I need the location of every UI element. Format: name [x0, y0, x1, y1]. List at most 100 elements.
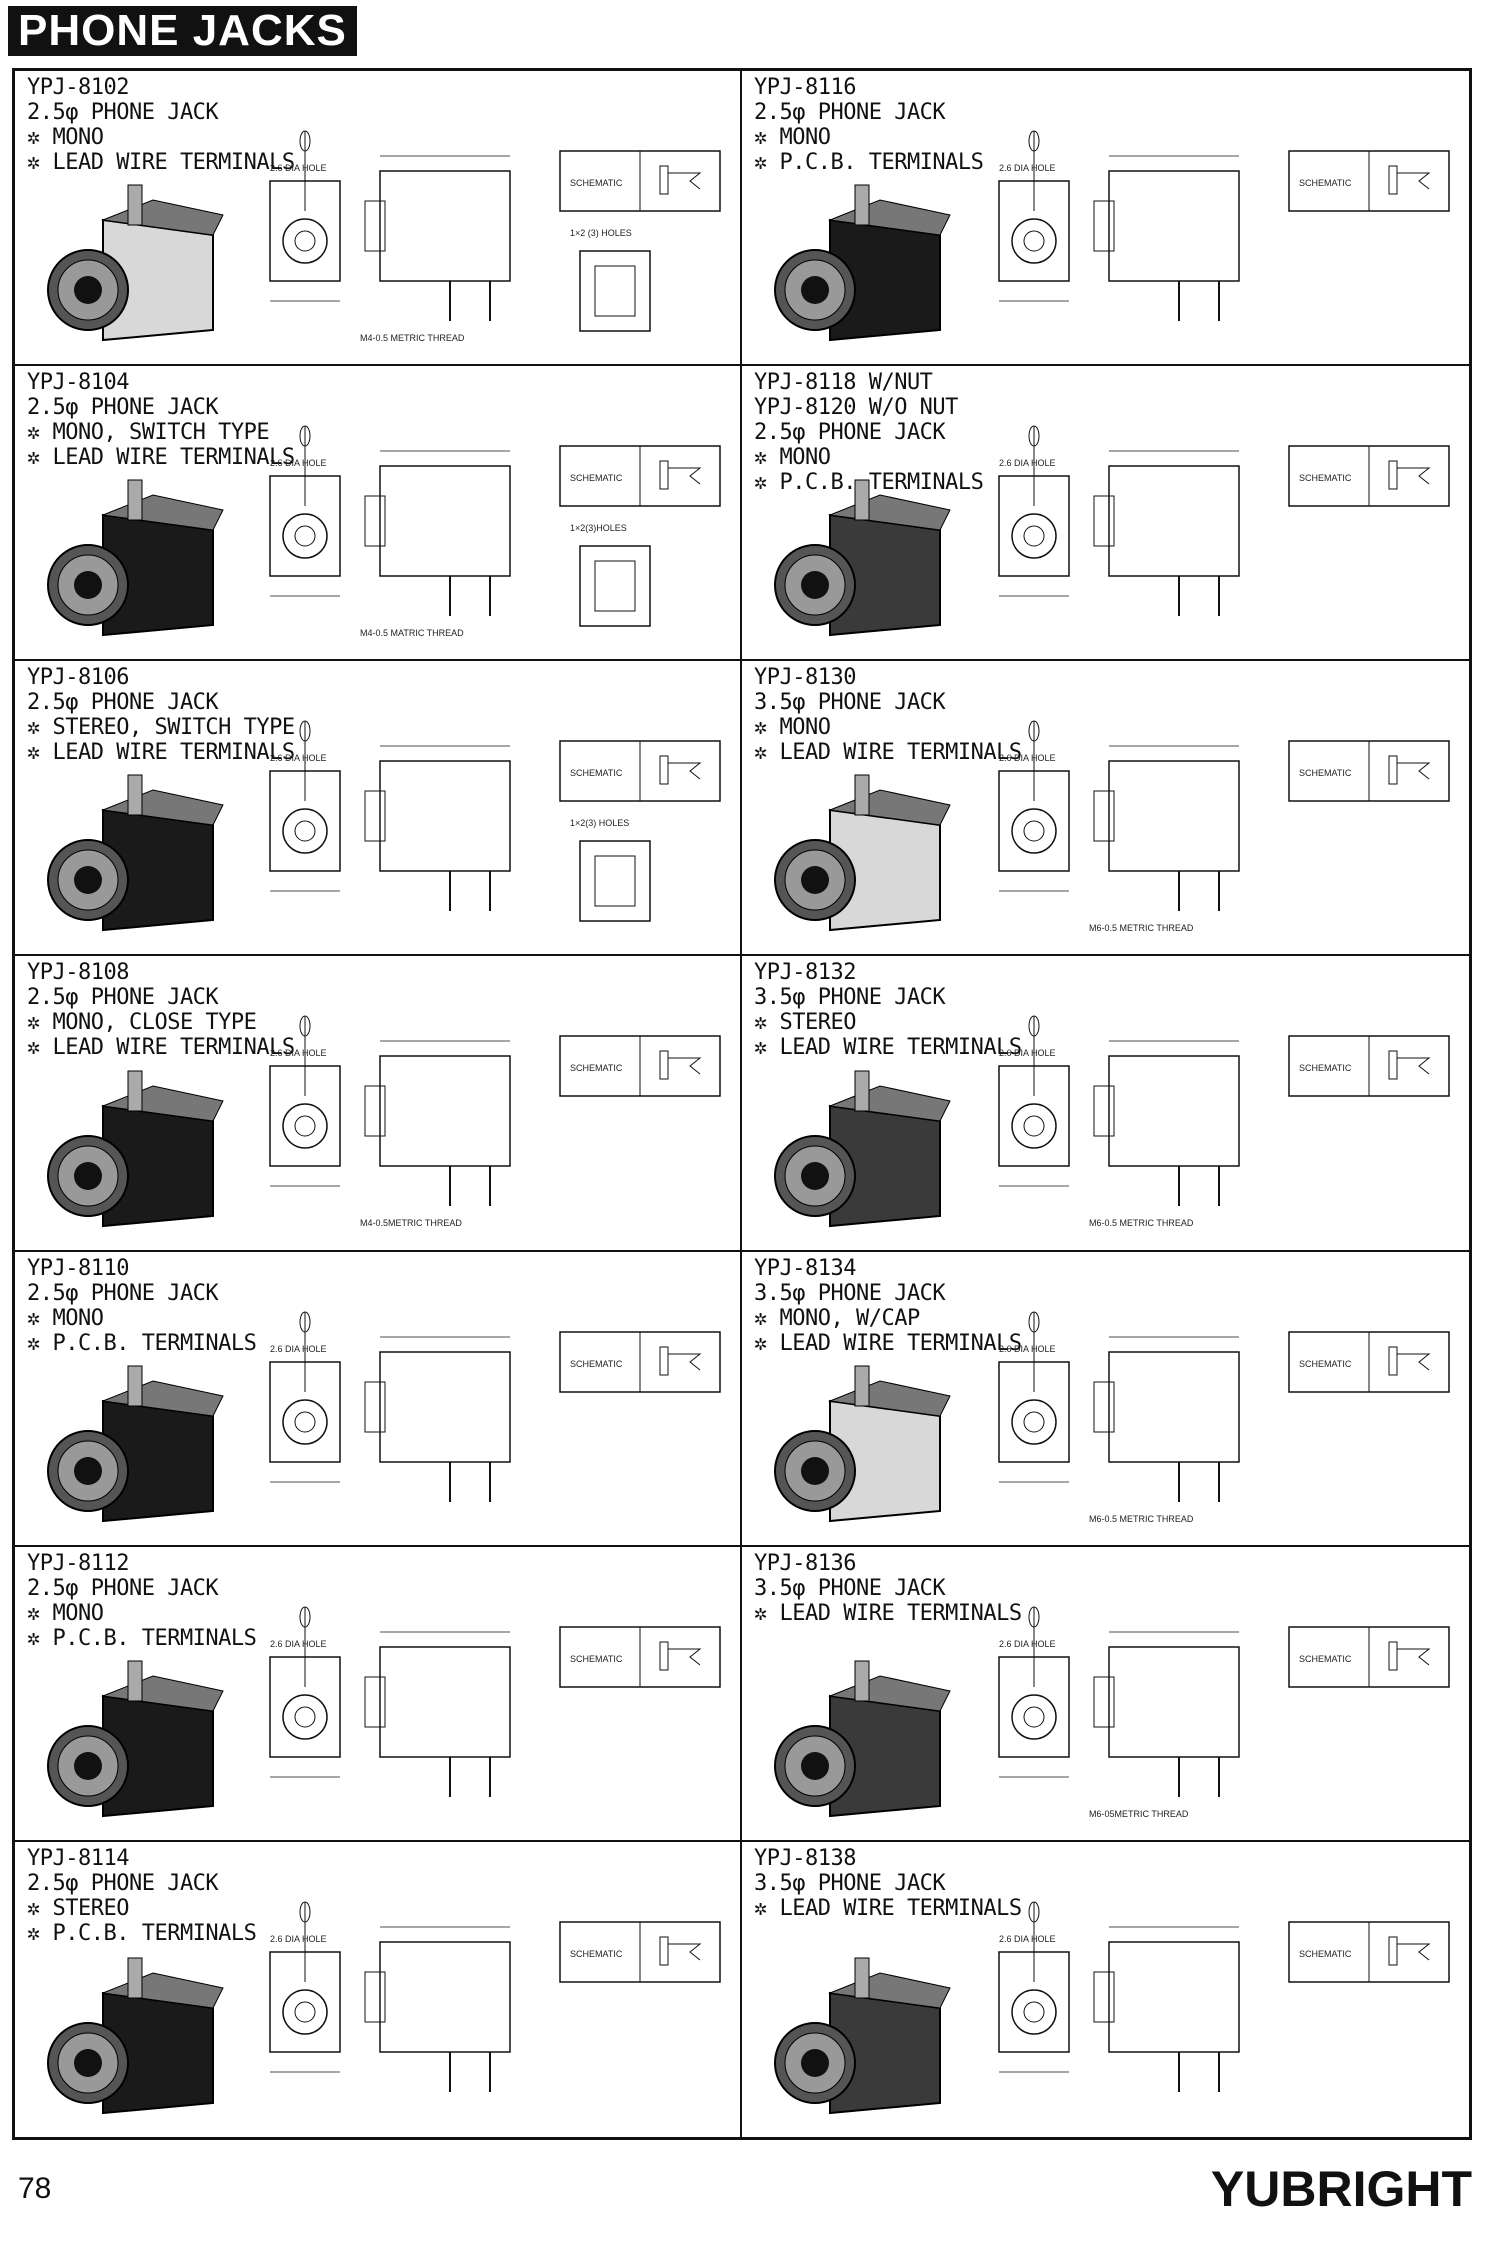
spec-line: ✲ P.C.B. TERMINALS — [27, 1330, 257, 1356]
model-number: YPJ-8138 — [754, 1845, 856, 1871]
hole-label: 2.6 DIA HOLE — [999, 458, 1056, 468]
schematic-label: SCHEMATIC — [1299, 1949, 1352, 1959]
jack-photo — [774, 1957, 951, 2115]
hole-label: 2.6 DIA HOLE — [270, 753, 327, 763]
hole-label: 2.6 DIA HOLE — [999, 1639, 1056, 1649]
jack-photo — [47, 1365, 224, 1522]
spec-line: ✲ P.C.B. TERMINALS — [27, 1625, 257, 1651]
schematic-label: SCHEMATIC — [570, 178, 623, 188]
technical-drawing: SCHEMATIC 2.6 DIA HOLE M6-0.5 METRIC THREA… — [998, 720, 1450, 933]
model-number: YPJ-8102 — [27, 75, 129, 100]
spec-line: 3.5φ PHONE JACK — [754, 1280, 946, 1306]
page-number: 78 — [18, 2172, 52, 2205]
jack-photo — [47, 184, 224, 342]
spec-line: ✲ MONO, SWITCH TYPE — [27, 420, 270, 446]
model-number: YPJ-8108 — [27, 960, 129, 986]
spec-line: 2.5φ PHONE JACK — [27, 985, 219, 1011]
spec-line: ✲ LEAD WIRE TERMINALS — [754, 1035, 1022, 1061]
spec-line: 2.5φ PHONE JACK — [754, 420, 946, 446]
spec-line: ✲ LEAD WIRE TERMINALS — [754, 740, 1022, 766]
spec-line: ✲ MONO — [27, 125, 104, 150]
hole-label: 2.6 DIA HOLE — [999, 1048, 1056, 1058]
spec-line: ✲ P.C.B. TERMINALS — [27, 1920, 257, 1946]
spec-line: 2.5φ PHONE JACK — [27, 395, 219, 421]
spec-line: 2.5φ PHONE JACK — [27, 1280, 219, 1306]
schematic-label: SCHEMATIC — [1299, 1359, 1352, 1369]
brand-logo: YUBRIGHT — [1210, 2161, 1472, 2217]
jack-photo — [47, 1070, 224, 1227]
jack-photo — [774, 1365, 951, 1522]
spec-line: ✲ LEAD WIRE TERMINALS — [27, 740, 295, 766]
spec-line: 3.5φ PHONE JACK — [754, 1575, 946, 1601]
spec-line: ✲ LEAD WIRE TERMINALS — [27, 445, 295, 471]
schematic-label: SCHEMATIC — [1299, 178, 1352, 188]
page-title: PHONE JACKS — [8, 6, 357, 56]
thread-label: M6-0.5 METRIC THREAD — [1089, 923, 1194, 933]
spec-line: 2.5φ PHONE JACK — [754, 100, 946, 125]
schematic-label: SCHEMATIC — [570, 1654, 623, 1664]
model-number: YPJ-8106 — [27, 665, 129, 691]
spec-line: ✲ LEAD WIRE TERMINALS — [754, 1600, 1022, 1626]
holes-label: 1×2(3)HOLES — [570, 523, 627, 533]
model-number: YPJ-8116 — [754, 75, 856, 100]
holes-label: 1×2(3) HOLES — [570, 818, 629, 828]
hole-label: 2.6 DIA HOLE — [999, 753, 1056, 763]
model-number: YPJ-8114 — [27, 1845, 129, 1871]
jack-photo — [774, 1660, 951, 1817]
spec-line: ✲ STEREO, SWITCH TYPE — [27, 715, 295, 741]
schematic-label: SCHEMATIC — [570, 1949, 623, 1959]
spec-line: ✲ MONO, W/CAP — [754, 1305, 920, 1331]
hole-label: 2.6 DIA HOLE — [270, 163, 327, 173]
spec-line: ✲ LEAD WIRE TERMINALS — [27, 1035, 295, 1061]
schematic-label: SCHEMATIC — [570, 473, 623, 483]
schematic-label: SCHEMATIC — [1299, 1063, 1352, 1073]
model-number: YPJ-8118 W/NUT — [754, 370, 933, 396]
model-number: YPJ-8112 — [27, 1550, 129, 1576]
thread-label: M6-0.5 METRIC THREAD — [1089, 1514, 1194, 1524]
thread-label: M6-0.5 METRIC THREAD — [1089, 1218, 1194, 1228]
spec-line: ✲ LEAD WIRE TERMINALS — [754, 1330, 1022, 1356]
jack-photo — [774, 774, 951, 932]
spec-line: ✲ MONO — [754, 445, 831, 471]
schematic-label: SCHEMATIC — [1299, 768, 1352, 778]
spec-line: 3.5φ PHONE JACK — [754, 1870, 946, 1896]
jack-photo — [47, 1660, 224, 1817]
spec-line: ✲ LEAD WIRE TERMINALS — [754, 1895, 1022, 1921]
hole-label: 2.6 DIA HOLE — [270, 1344, 327, 1354]
spec-line: ✲ MONO — [754, 125, 831, 150]
spec-line: YPJ-8120 W/O NUT — [754, 395, 958, 421]
spec-line: 2.5φ PHONE JACK — [27, 690, 219, 716]
spec-line: 3.5φ PHONE JACK — [754, 985, 946, 1011]
hole-label: 2.6 DIA HOLE — [999, 1344, 1056, 1354]
spec-line: 2.5φ PHONE JACK — [27, 1870, 219, 1896]
spec-line: ✲ STEREO — [754, 1010, 856, 1036]
spec-line: ✲ MONO — [27, 1600, 104, 1626]
hole-label: 2.6 DIA HOLE — [270, 1934, 327, 1944]
model-number: YPJ-8136 — [754, 1550, 856, 1576]
technical-drawing: SCHEMATIC 2.6 DIA HOLE — [998, 425, 1450, 617]
spec-line: ✲ STEREO — [27, 1895, 129, 1921]
spec-line: ✲ MONO — [754, 715, 831, 741]
spec-line: ✲ LEAD WIRE TERMINALS — [27, 150, 295, 175]
model-number: YPJ-8130 — [754, 665, 856, 691]
schematic-label: SCHEMATIC — [1299, 473, 1352, 483]
